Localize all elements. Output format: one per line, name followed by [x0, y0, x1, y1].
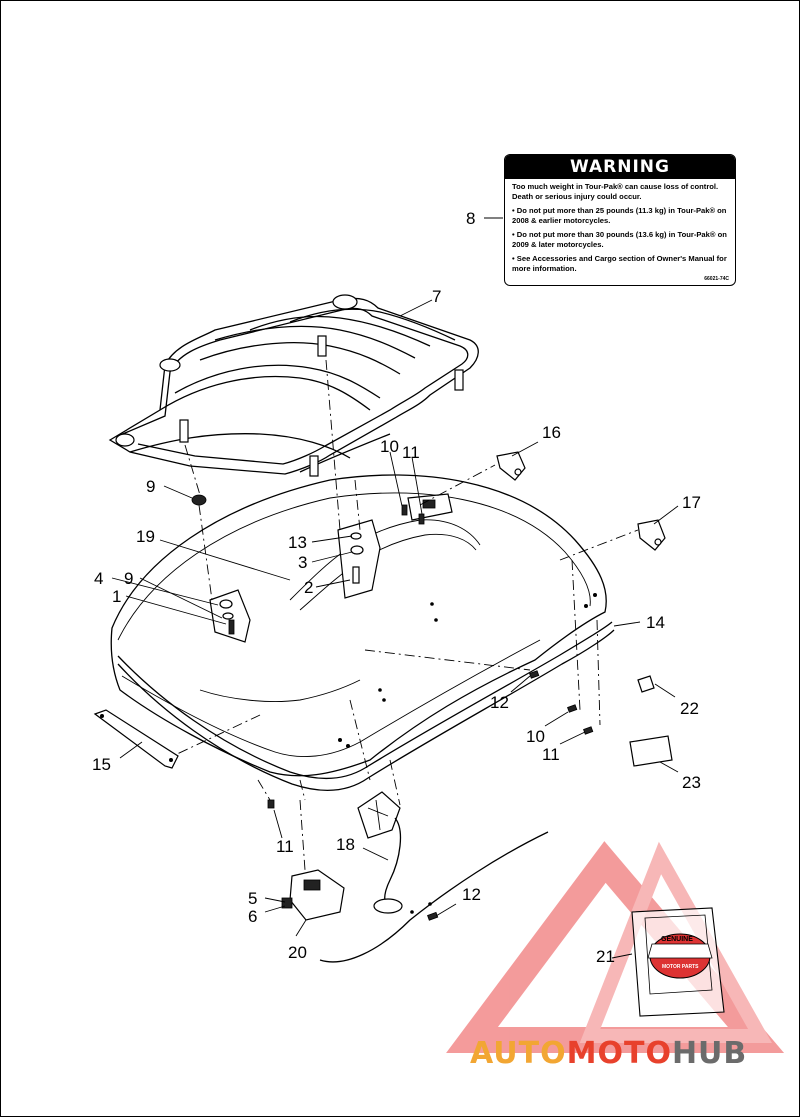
luggage-rack	[108, 294, 479, 477]
hinge-plate-center	[337, 519, 381, 599]
reflector-22	[637, 675, 655, 693]
badge-bottom-text: MOTOR PARTS	[662, 964, 699, 970]
brand-hub: HUB	[671, 1036, 748, 1071]
callout-11b: 11	[542, 745, 560, 764]
warning-code: 66021-74C	[704, 276, 729, 282]
lid-seal	[117, 621, 615, 791]
tour-pak-light	[357, 791, 403, 914]
callout-12b: 12	[462, 885, 481, 904]
callout-17: 17	[682, 493, 701, 512]
hinge-17	[637, 519, 666, 551]
callout-14: 14	[646, 613, 665, 632]
strap	[93, 709, 179, 769]
warning-line: Too much weight in Tour-Pak® can cause l…	[512, 182, 719, 201]
callout-21: 21	[596, 947, 615, 966]
warning-bullet-1: Do not put more than 25 pounds (11.3 kg)…	[512, 206, 729, 226]
callout-10a: 10	[380, 437, 399, 456]
badge-top-text: GENUINE	[661, 936, 693, 943]
callout-20: 20	[288, 943, 307, 962]
callout-4: 4	[94, 569, 103, 588]
brand-moto: MOTO	[566, 1036, 672, 1071]
hinge-16	[496, 451, 526, 481]
hinge-plate-left	[209, 589, 251, 643]
warning-decal: WARNING Too much weight in Tour-Pak® can…	[504, 154, 736, 286]
callout-1: 1	[112, 587, 121, 606]
callout-2: 2	[304, 578, 313, 597]
warning-bullet-2: Do not put more than 30 pounds (13.6 kg)…	[512, 230, 729, 250]
callout-10b: 10	[526, 727, 545, 746]
callout-7: 7	[432, 287, 441, 306]
genuine-parts-box: GENUINE MOTOR PARTS	[631, 907, 725, 1017]
callout-13: 13	[288, 533, 307, 552]
callout-18: 18	[336, 835, 355, 854]
callout-9b: 9	[124, 569, 133, 588]
callout-8: 8	[466, 209, 475, 228]
callout-5: 5	[248, 889, 257, 908]
latch-bracket-top	[401, 493, 453, 525]
callout-23: 23	[682, 773, 701, 792]
warning-body: Too much weight in Tour-Pak® can cause l…	[505, 179, 735, 274]
callout-16: 16	[542, 423, 561, 442]
callout-11a: 11	[402, 443, 420, 462]
callout-22: 22	[680, 699, 699, 718]
callout-15: 15	[92, 755, 111, 774]
latch-assembly	[281, 869, 345, 921]
callout-11c: 11	[276, 837, 294, 856]
callout-3: 3	[298, 553, 307, 572]
callout-19: 19	[136, 527, 155, 546]
callout-12a: 12	[490, 693, 509, 712]
warning-bullet-3: See Accessories and Cargo section of Own…	[512, 254, 729, 274]
watermark-brand: AUTOMOTOHUB	[470, 1036, 747, 1071]
label-23	[629, 735, 673, 767]
brand-auto: AUTO	[470, 1036, 567, 1071]
callout-9a: 9	[146, 477, 155, 496]
callout-6: 6	[248, 907, 257, 926]
warning-header: WARNING	[505, 155, 735, 179]
tour-pak-body	[319, 831, 549, 963]
